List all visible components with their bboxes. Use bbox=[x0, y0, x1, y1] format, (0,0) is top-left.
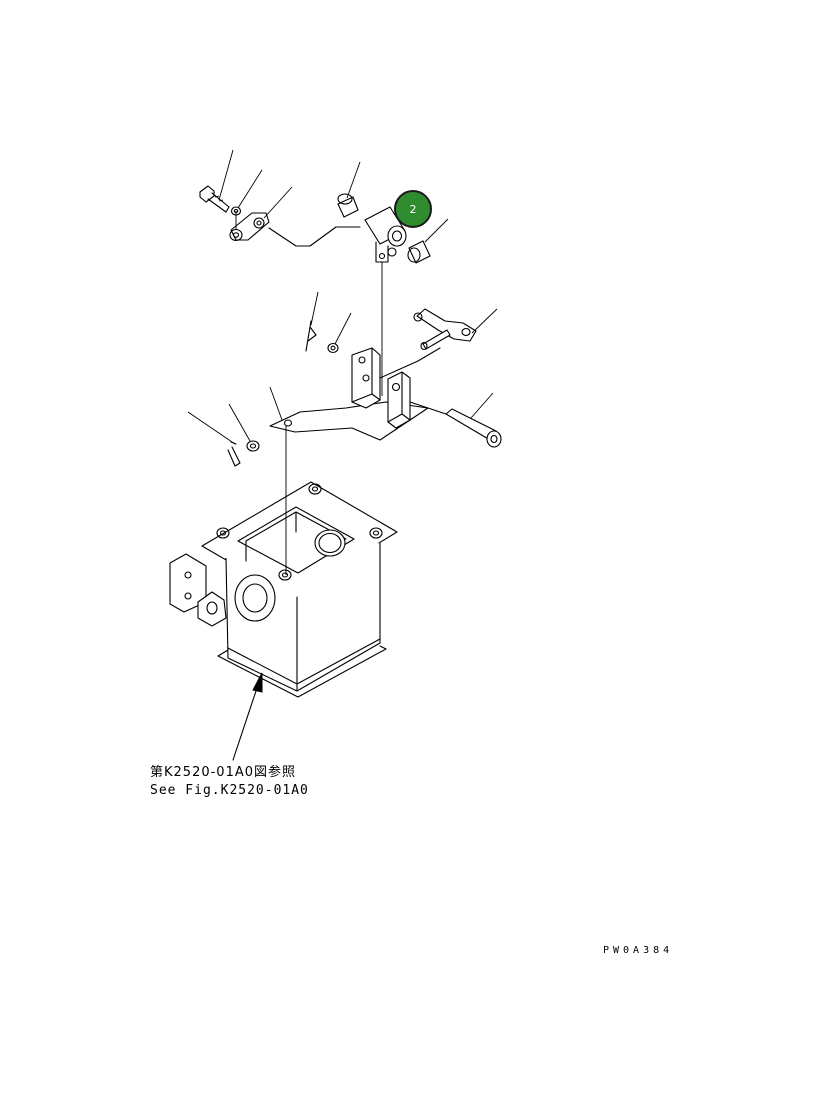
callout-number: 2 bbox=[409, 202, 417, 216]
cotter-pin-lower bbox=[227, 440, 260, 467]
lever-arm-part bbox=[413, 308, 477, 351]
reference-note-english: See Fig.K2520-01A0 bbox=[150, 783, 309, 798]
clevis-pin-part bbox=[409, 401, 502, 448]
rod-end-part bbox=[229, 212, 361, 247]
reference-arrow bbox=[232, 672, 263, 761]
leader-lines bbox=[187, 149, 498, 445]
reference-note-japanese: 第K2520-01A0図参照 bbox=[150, 765, 297, 780]
mounting-bracket-part bbox=[269, 347, 441, 441]
control-box-part bbox=[169, 481, 398, 698]
drawing-id-label: PW0A384 bbox=[603, 945, 674, 956]
callout-number-badge[interactable]: 2 bbox=[394, 190, 432, 228]
assembly-lines bbox=[235, 211, 383, 575]
bushing-left-part bbox=[337, 193, 359, 218]
bolt-part bbox=[199, 185, 230, 213]
cotter-pin-upper bbox=[305, 320, 339, 354]
bushing-right-part bbox=[407, 240, 431, 264]
